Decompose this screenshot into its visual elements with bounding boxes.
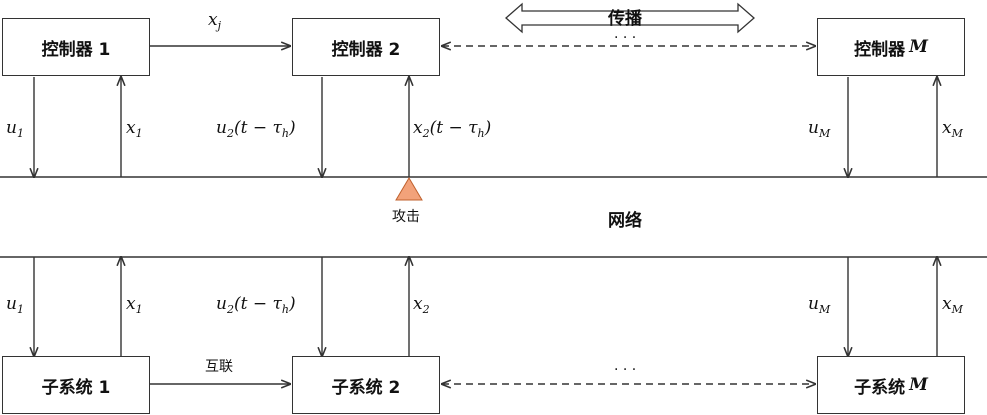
network-label: 网络 <box>608 211 642 231</box>
x2-label-bottom: x2 <box>413 294 430 316</box>
uM-label-top: uM <box>808 118 831 140</box>
controller-ellipsis: · · · <box>614 30 637 46</box>
subsystem-1-box: 子系统 1 <box>2 356 150 414</box>
u1-label-bottom: u1 <box>6 294 24 316</box>
uM-label-bottom: uM <box>808 294 831 316</box>
propagation-double-arrow <box>505 2 755 34</box>
x1-label-top: x1 <box>126 118 143 140</box>
subsystem-m-index: M <box>909 375 928 395</box>
attack-triangle <box>395 177 423 201</box>
attack-label: 攻击 <box>392 209 420 225</box>
controller-2-box: 控制器 2 <box>292 18 440 76</box>
controller-m-box: 控制器 M <box>817 18 965 76</box>
xM-label-bottom: xM <box>942 294 963 316</box>
u2-delay-label-top: u2(t − τh) <box>216 118 296 140</box>
controller-1-title: 控制器 1 <box>41 39 111 60</box>
controller-m-title: 控制器 <box>854 39 906 60</box>
x2-delay-label-top: x2(t − τh) <box>413 118 492 140</box>
u1-label-top: u1 <box>6 118 24 140</box>
controller-1-box: 控制器 1 <box>2 18 150 76</box>
xj-label: xj <box>208 10 222 32</box>
xM-label-top: xM <box>942 118 963 140</box>
u2-delay-label-bottom: u2(t − τh) <box>216 294 296 316</box>
subsystem-ellipsis: · · · <box>614 362 637 378</box>
controller-2-title: 控制器 2 <box>331 39 401 60</box>
subsystem-m-box: 子系统 M <box>817 356 965 414</box>
subsystem-2-title: 子系统 2 <box>331 377 401 398</box>
subsystem-1-title: 子系统 1 <box>41 377 111 398</box>
subsystem-m-title: 子系统 <box>854 377 906 398</box>
propagation-label: 传播 <box>608 9 642 29</box>
x1-label-bottom: x1 <box>126 294 143 316</box>
interconnect-label: 互联 <box>205 359 233 375</box>
controller-m-index: M <box>909 37 928 57</box>
subsystem-2-box: 子系统 2 <box>292 356 440 414</box>
